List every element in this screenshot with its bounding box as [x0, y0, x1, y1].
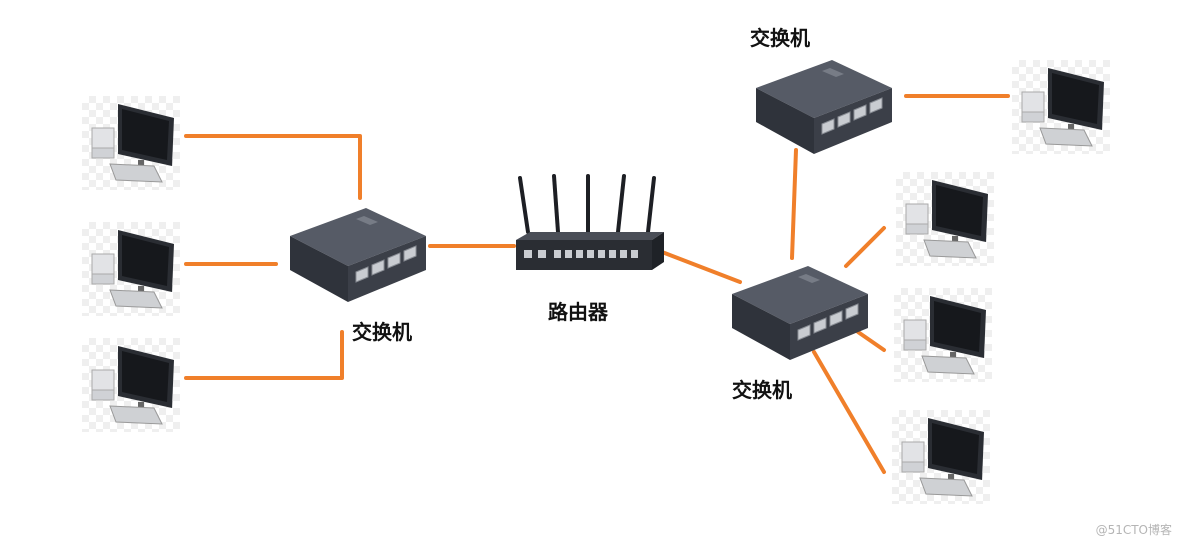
desktop-computer-icon: [894, 288, 992, 382]
switch-right-label: 交换机: [732, 378, 792, 402]
desktop-computer-icon: [1012, 60, 1110, 154]
desktop-computer-icon: [82, 222, 180, 316]
link-switch-right-pc6: [856, 330, 886, 352]
link-switch-right-pc5: [844, 226, 886, 268]
router-icon: [516, 174, 664, 270]
link-switch-right-switch-top: [790, 148, 798, 260]
switch-left-label: 交换机: [352, 320, 412, 344]
watermark: @51CTO博客: [1095, 523, 1172, 537]
link-switch-right-pc7: [812, 350, 886, 474]
switch-icon: [290, 208, 426, 302]
desktop-computer-icon: [82, 338, 180, 432]
desktop-computer-icon: [82, 96, 180, 190]
link-pc1-switch-left: [184, 134, 362, 200]
router-label: 路由器: [548, 300, 608, 324]
switch-icon: [756, 60, 892, 154]
switch-top-right-label: 交换机: [750, 26, 810, 50]
switch-icon: [732, 266, 868, 360]
desktop-computer-icon: [892, 410, 990, 504]
link-pc3-switch-left: [184, 330, 344, 380]
desktop-computer-icon: [896, 172, 994, 266]
link-router-switch-right: [660, 250, 742, 284]
